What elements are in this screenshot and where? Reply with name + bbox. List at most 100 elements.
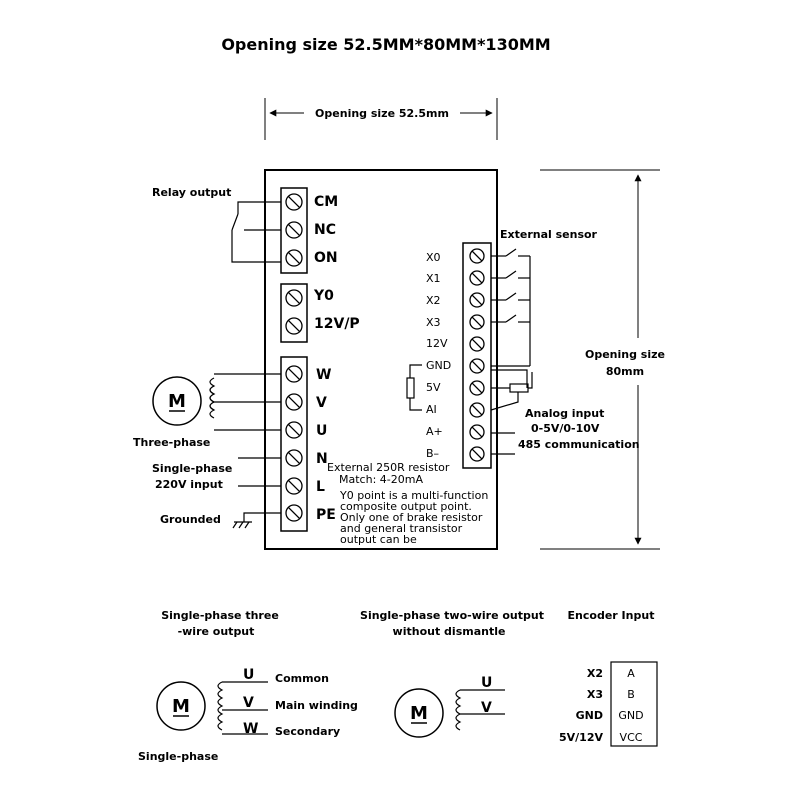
terminal-y0: Y0 xyxy=(313,288,334,304)
relay-output-label: Relay output xyxy=(152,186,231,199)
analog-input-label: Analog input xyxy=(525,407,604,420)
output-terminal-block xyxy=(280,283,308,343)
terminal-screw-icon xyxy=(469,270,485,286)
two-wire-terminal-u: U xyxy=(481,675,492,691)
terminal-screw-icon xyxy=(285,365,303,383)
height-dimension xyxy=(540,169,660,550)
terminal-n: N xyxy=(316,451,328,467)
terminal-screw-icon xyxy=(469,446,485,462)
encoder-right-a: A xyxy=(627,667,635,680)
power-terminal-block xyxy=(280,356,308,532)
signal-terminal-block xyxy=(462,242,492,469)
single-phase-motor-icon xyxy=(156,681,206,731)
right-screws xyxy=(469,248,485,462)
three-wire-desc-main: Main winding xyxy=(275,699,358,712)
height-dimension-label-1: Opening size xyxy=(585,348,665,361)
three-wire-desc-secondary: Secondary xyxy=(275,725,340,738)
single-phase-input-label-2: 220V input xyxy=(155,478,223,491)
three-wire-caption: Single-phase xyxy=(138,750,218,763)
encoder-right-gnd: GND xyxy=(618,709,643,722)
y0-note-1: Y0 point is a multi-function xyxy=(339,489,488,502)
two-wire-title-2: without dismantle xyxy=(393,625,506,638)
terminal-nc: NC xyxy=(314,222,336,238)
terminal-screw-icon xyxy=(285,393,303,411)
three-phase-windings xyxy=(209,373,281,431)
motor-symbol-letter: M xyxy=(168,391,186,412)
y0-note-2: composite output point. xyxy=(340,500,472,513)
three-wire-title-2: -wire output xyxy=(178,625,255,638)
relay-contact-symbol xyxy=(231,201,281,263)
terminal-x1: X1 xyxy=(426,272,441,285)
terminal-x2: X2 xyxy=(426,294,441,307)
terminal-ai: AI xyxy=(426,403,437,416)
two-wire-terminal-v: V xyxy=(481,700,492,716)
terminal-screw-icon xyxy=(285,477,303,495)
y0-note-4: and general transistor xyxy=(340,522,463,535)
terminal-screw-icon xyxy=(469,314,485,330)
terminal-gnd: GND xyxy=(426,359,451,372)
terminal-a-plus: A+ xyxy=(426,425,443,438)
terminal-screw-icon xyxy=(285,289,303,307)
encoder-table xyxy=(610,661,658,747)
resistor-note-2: Match: 4-20mA xyxy=(339,473,423,486)
external-sensor-switches xyxy=(491,248,531,367)
two-wire-title-1: Single-phase two-wire output xyxy=(360,609,544,622)
two-wire-motor-icon xyxy=(394,688,444,738)
three-phase-motor-icon xyxy=(152,376,202,426)
width-dimension xyxy=(264,98,498,140)
terminal-screw-icon xyxy=(469,248,485,264)
terminal-screw-icon xyxy=(285,193,303,211)
rs485-wires xyxy=(491,432,515,455)
analog-range-label: 0-5V/0-10V xyxy=(531,422,600,435)
left-screws xyxy=(285,193,303,522)
terminal-screw-icon xyxy=(469,424,485,440)
terminal-screw-icon xyxy=(285,317,303,335)
three-wire-terminal-v: V xyxy=(243,695,254,711)
terminal-screw-icon xyxy=(285,421,303,439)
resistor-note-1: External 250R resistor xyxy=(327,461,450,474)
three-wire-title-1: Single-phase three xyxy=(161,609,279,622)
encoder-left-x3: X3 xyxy=(587,688,603,701)
terminal-cm: CM xyxy=(314,194,338,210)
resistor-symbol xyxy=(406,364,422,411)
encoder-right-b: B xyxy=(627,688,635,701)
terminal-12vp: 12V/P xyxy=(314,316,360,332)
external-sensor-label: External sensor xyxy=(500,228,598,241)
encoder-left-5v12v: 5V/12V xyxy=(559,731,603,744)
encoder-left-gnd: GND xyxy=(576,709,603,722)
height-dimension-label-2: 80mm xyxy=(606,365,644,378)
two-wire-windings xyxy=(455,689,505,731)
terminal-x0: X0 xyxy=(426,251,441,264)
controller-housing xyxy=(264,169,498,550)
width-dimension-label: Opening size 52.5mm xyxy=(315,107,449,120)
terminal-screw-icon xyxy=(285,221,303,239)
three-phase-label: Three-phase xyxy=(133,436,210,449)
encoder-title: Encoder Input xyxy=(568,609,655,622)
encoder-right-vcc: VCC xyxy=(620,731,643,744)
rs485-label: 485 communication xyxy=(518,438,640,451)
terminal-screw-icon xyxy=(469,336,485,352)
page-title: Opening size 52.5MM*80MM*130MM xyxy=(221,35,550,54)
single-phase-input-wires xyxy=(238,457,281,487)
terminal-on: ON xyxy=(314,250,338,266)
terminal-pe: PE xyxy=(316,507,336,523)
three-wire-windings xyxy=(217,681,268,735)
terminal-b-minus: B– xyxy=(426,447,439,460)
ground-icon xyxy=(232,512,281,529)
three-wire-terminal-w: W xyxy=(243,721,258,737)
terminal-screw-icon xyxy=(285,449,303,467)
terminal-w: W xyxy=(316,367,331,383)
motor-symbol-letter-2: M xyxy=(172,696,190,717)
terminal-x3: X3 xyxy=(426,316,441,329)
y0-note-3: Only one of brake resistor xyxy=(340,511,483,524)
terminal-screw-icon xyxy=(469,402,485,418)
grounded-label: Grounded xyxy=(160,513,221,526)
terminal-screw-icon xyxy=(285,249,303,267)
terminal-screw-icon xyxy=(469,292,485,308)
single-phase-input-label-1: Single-phase xyxy=(152,462,232,475)
terminal-screw-icon xyxy=(469,358,485,374)
motor-symbol-letter-3: M xyxy=(410,703,428,724)
three-wire-desc-common: Common xyxy=(275,672,329,685)
terminal-12v: 12V xyxy=(426,337,448,350)
